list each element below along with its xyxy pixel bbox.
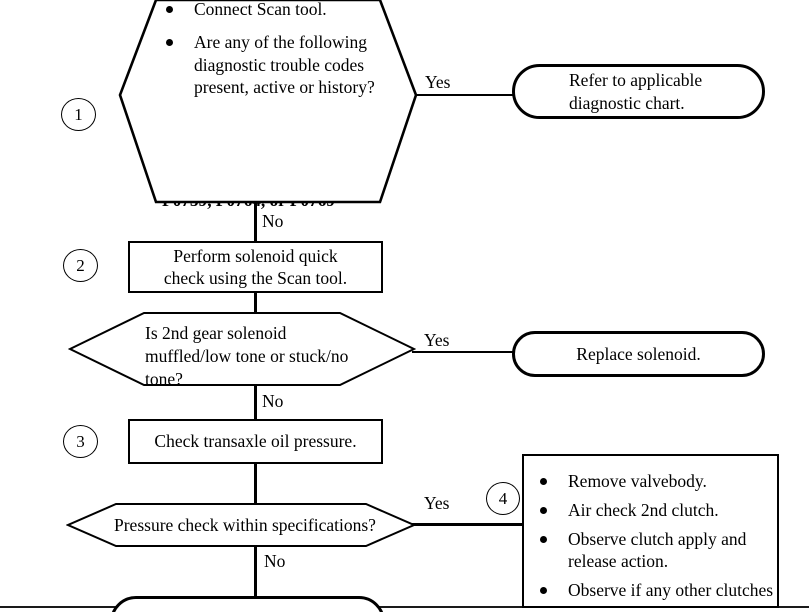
connector-process2-to-decision2	[254, 293, 257, 315]
decision1-bullet-0: Connect Scan tool.	[150, 0, 400, 21]
connector-process3-to-decision3	[254, 464, 257, 506]
decision3-line-0: Pressure check within specifications?	[114, 515, 376, 535]
step-marker-2: 2	[63, 249, 98, 282]
terminator1-line-0: Refer to applicable	[569, 70, 703, 91]
decision2-content: Is 2nd gear solenoid muffled/low tone or…	[145, 322, 375, 390]
process-valvebody-air-check: Remove valvebody. Air check 2nd clutch. …	[522, 454, 779, 608]
step-marker-4: 4	[486, 482, 520, 515]
decision1-bullets: Connect Scan tool. Are any of the follow…	[150, 0, 400, 99]
decision2-line-0: Is 2nd gear solenoid	[145, 323, 287, 343]
decision2-line-1: muffled/low tone or stuck/no	[145, 345, 349, 366]
process2-text: Perform solenoid quick check using the S…	[130, 245, 381, 290]
decision-shape-second-gear-solenoid-tone	[68, 311, 416, 387]
decision-shape-scan-tool-dtc-check	[118, 0, 418, 208]
process-solenoid-quick-check: Perform solenoid quick check using the S…	[128, 241, 383, 293]
terminator2-line-0: Replace solenoid.	[576, 343, 701, 364]
process3-line-0: Check transaxle oil pressure.	[154, 431, 357, 452]
process4-bullet-1: Air check 2nd clutch.	[524, 499, 777, 522]
connector-decision2-yes	[412, 351, 516, 353]
connector-decision2-no	[254, 384, 257, 420]
decision1-no-label: No	[262, 211, 284, 231]
decision2-line-2: tone?	[145, 368, 183, 389]
process4-bullet-2: Observe clutch apply and release action.	[524, 528, 777, 574]
decision1-bullet-1: Are any of the following diagnostic trou…	[150, 31, 400, 99]
step-marker-3: 3	[63, 425, 98, 458]
process4-bullet-3: Observe if any other clutches are also m…	[524, 579, 777, 606]
decision1-content: Connect Scan tool. Are any of the follow…	[150, 0, 400, 99]
process4-bullets: Remove valvebody. Air check 2nd clutch. …	[524, 456, 777, 606]
decision3-no-label: No	[264, 551, 286, 571]
connector-decision1-no	[254, 202, 257, 242]
terminator-refer-dtc-p0745: Refer to DTC P0745	[110, 596, 385, 612]
process3-text: Check transaxle oil pressure.	[130, 430, 381, 452]
decision1-yes-label: Yes	[425, 72, 451, 92]
connector-decision3-yes	[410, 523, 524, 526]
step-marker-1: 1	[61, 98, 96, 131]
process2-line-1: check using the Scan tool.	[163, 268, 348, 288]
decision2-no-label: No	[262, 391, 284, 411]
connector-decision1-yes	[412, 94, 516, 97]
connector-decision3-no	[254, 545, 257, 598]
process-check-transaxle-oil-pressure: Check transaxle oil pressure.	[128, 419, 383, 464]
decision3-content: Pressure check within specifications?	[114, 514, 404, 537]
terminator2-text: Replace solenoid.	[515, 343, 762, 365]
terminator1-line-1: diagnostic chart.	[569, 92, 685, 113]
terminator1-text: Refer to applicable diagnostic chart.	[515, 69, 762, 113]
decision3-yes-label: Yes	[424, 493, 450, 513]
process4-bullet-0: Remove valvebody.	[524, 470, 777, 493]
terminator-refer-diagnostic-chart: Refer to applicable diagnostic chart.	[512, 64, 765, 119]
process2-line-0: Perform solenoid quick	[173, 245, 338, 266]
decision2-yes-label: Yes	[424, 330, 450, 350]
decision-shape-pressure-within-spec	[66, 502, 416, 548]
page-bottom-rule	[0, 606, 809, 608]
terminator-replace-solenoid: Replace solenoid.	[512, 331, 765, 377]
